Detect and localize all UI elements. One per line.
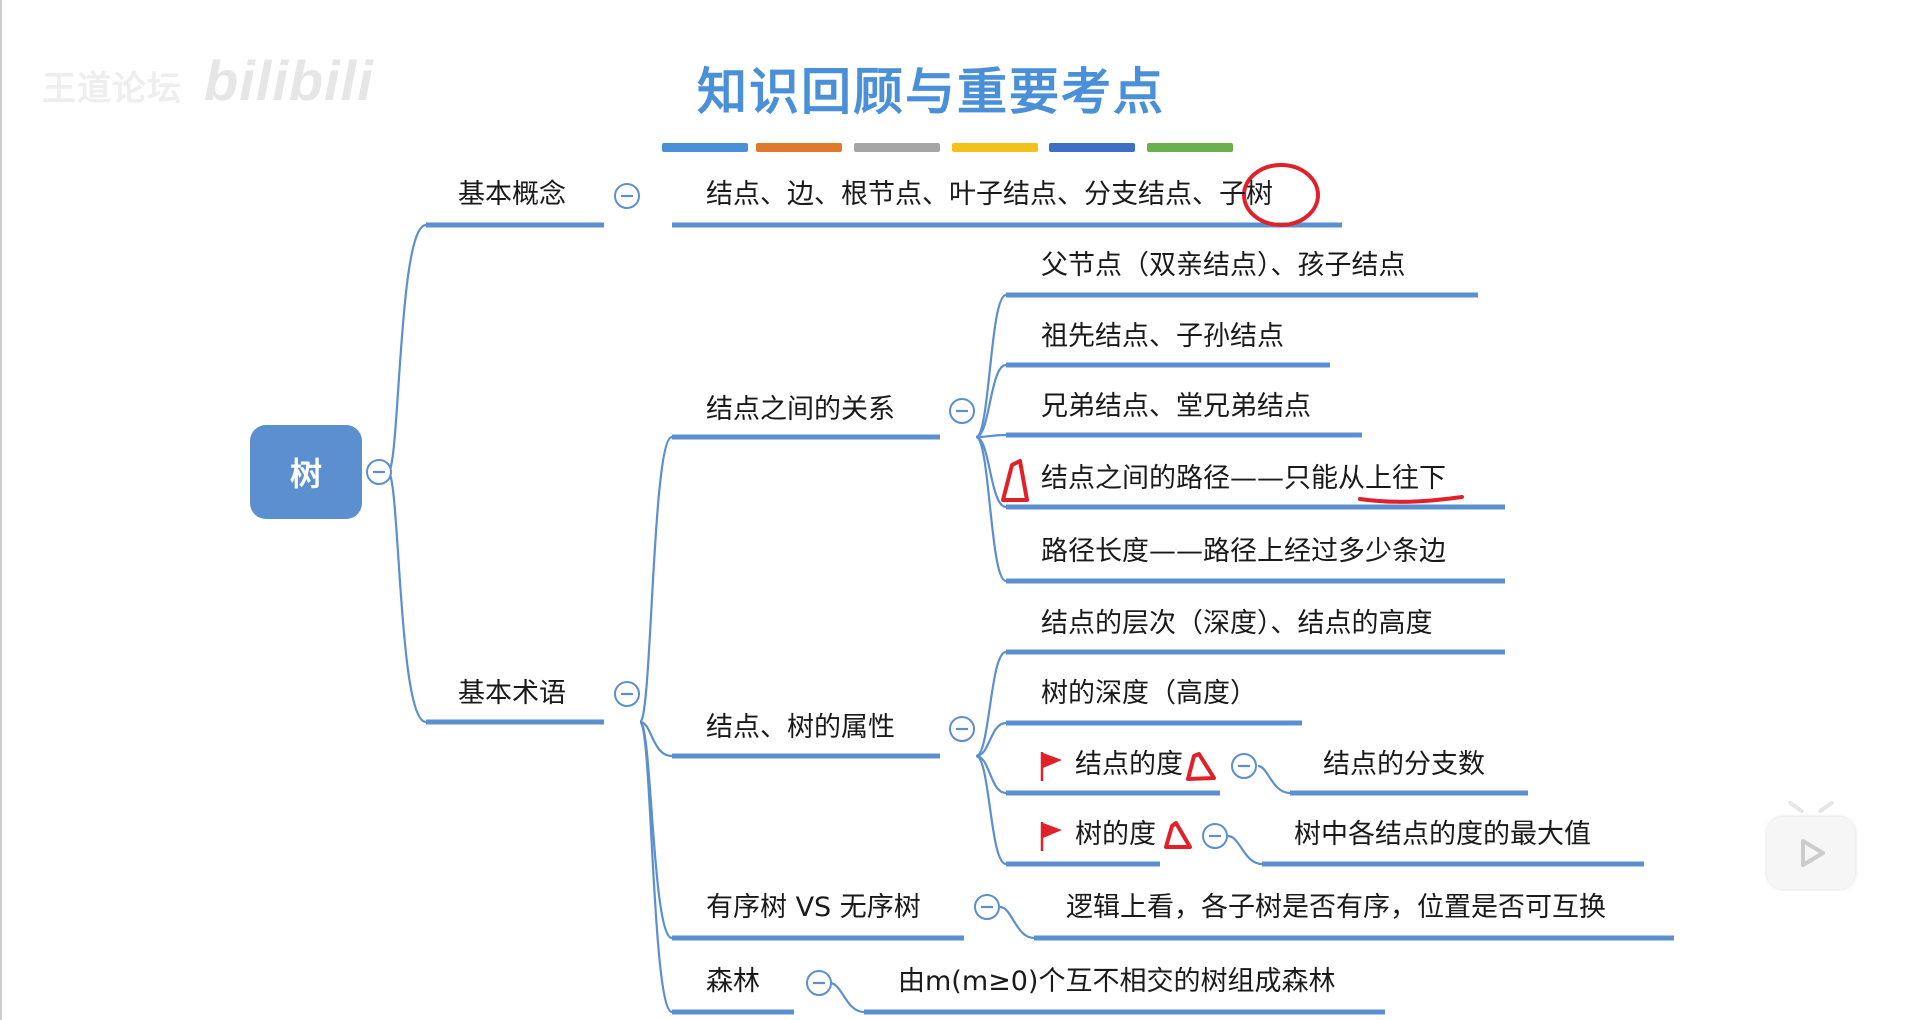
color-stripe-orange: [756, 143, 842, 152]
attribute-item: 结点的层次（深度）、结点的高度: [1041, 608, 1433, 639]
forest-detail: 由m(m≥0)个互不相交的树组成森林: [898, 966, 1336, 997]
node-relations[interactable]: 结点之间的关系: [706, 394, 895, 425]
ordered-tree-detail: 逻辑上看，各子树是否有序，位置是否可互换: [1066, 892, 1606, 923]
relation-item: 父节点（双亲结点）、孩子结点: [1041, 250, 1406, 281]
play-icon: [1801, 839, 1825, 867]
color-stripe-blue: [662, 143, 748, 152]
slide-title: 知识回顾与重要考点: [697, 63, 1165, 121]
relation-item: 结点之间的路径——只能从上往下: [1041, 463, 1446, 494]
triangle-annotation-tree-degree: [1164, 821, 1192, 849]
underline-annotation: [1358, 495, 1464, 504]
color-stripe-darkblue: [1049, 143, 1135, 152]
tree-degree-label[interactable]: 树的度: [1075, 819, 1156, 850]
node-basic-terms[interactable]: 基本术语: [458, 678, 566, 709]
triangle-annotation-path: [1001, 459, 1029, 502]
flag-icon-tree-degree: [1040, 822, 1062, 851]
tree-degree-detail: 树中各结点的度的最大值: [1294, 819, 1591, 850]
flag-icon-node-degree: [1040, 752, 1062, 781]
play-button[interactable]: [1767, 800, 1855, 889]
triangle-annotation-node-degree: [1186, 752, 1216, 781]
node-ordered-tree[interactable]: 有序树 VS 无序树: [706, 892, 921, 923]
relation-item: 兄弟结点、堂兄弟结点: [1041, 391, 1311, 422]
color-stripe-yellow: [952, 143, 1038, 152]
basic-concept-content: 结点、边、根节点、叶子结点、分支结点、子树: [706, 179, 1273, 210]
circle-annotation: [1242, 163, 1320, 227]
color-stripe-green: [1147, 143, 1233, 152]
node-attributes[interactable]: 结点、树的属性: [706, 712, 895, 743]
relation-item: 祖先结点、子孙结点: [1041, 321, 1284, 352]
node-basic-concept[interactable]: 基本概念: [458, 179, 566, 210]
root-node[interactable]: 树: [250, 425, 362, 519]
relation-item: 路径长度——路径上经过多少条边: [1041, 536, 1446, 567]
color-stripe-gray: [854, 143, 940, 152]
node-degree-label[interactable]: 结点的度: [1075, 749, 1183, 780]
node-degree-detail: 结点的分支数: [1323, 749, 1485, 780]
node-forest[interactable]: 森林: [706, 966, 760, 997]
attribute-item: 树的深度（高度）: [1041, 678, 1257, 709]
